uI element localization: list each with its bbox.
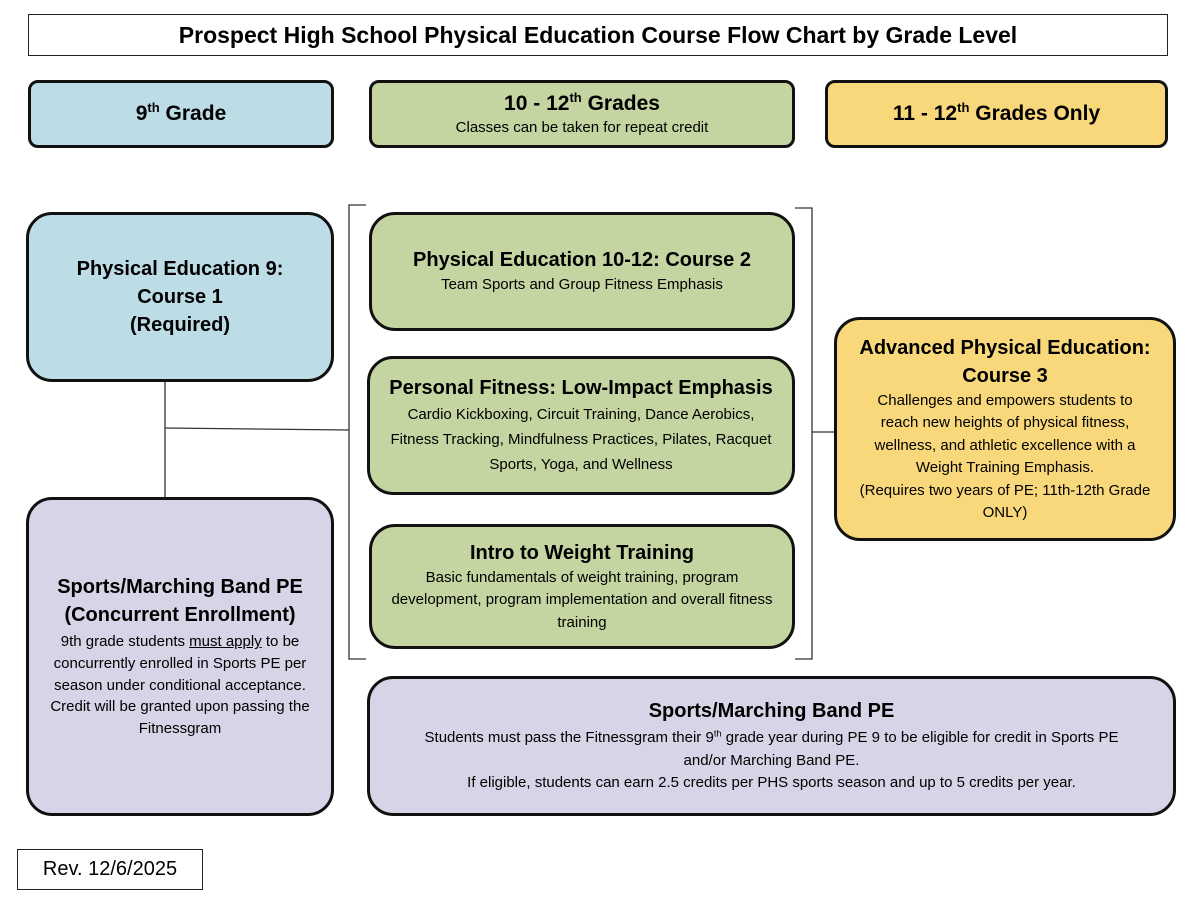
revision-box: Rev. 12/6/2025 [17,849,203,890]
weight-training-desc: Basic fundamentals of weight training, p… [391,568,773,631]
sports-concurrent-title1: Sports/Marching Band PE [57,576,303,599]
advanced-title2: Course 3 [962,364,1048,387]
sports-concurrent-desc: 9th grade students must apply to be conc… [50,633,310,738]
header-10-12-grades: 10 - 12th Grades Classes can be taken fo… [369,80,795,148]
page-title-text: Prospect High School Physical Education … [178,21,1018,48]
header-9th-grade-label: 9th Grade [135,100,227,125]
advanced-course3-box: Advanced Physical Education: Course 3 Ch… [834,317,1176,541]
sports-concurrent-box: Sports/Marching Band PE (Concurrent Enro… [26,497,334,816]
sports-concurrent-title2: (Concurrent Enrollment) [64,604,296,627]
left-bracket [348,204,366,660]
pe9-title-line1: Physical Education 9: [76,258,284,280]
sports-band-box: Sports/Marching Band PE Students must pa… [367,676,1176,816]
advanced-title1: Advanced Physical Education: [859,336,1151,359]
header-10-12-grades-label: 10 - 12th Grades [504,90,660,115]
personal-fitness-box: Personal Fitness: Low-Impact Emphasis Ca… [367,356,795,495]
advanced-desc: Challenges and empowers students to reac… [874,391,1136,477]
sports-band-line3: If eligible, students can earn 2.5 credi… [467,774,1076,792]
header-10-12-grades-sub: Classes can be taken for repeat credit [455,119,709,136]
header-11-12-grades-label: 11 - 12th Grades Only [892,100,1101,125]
weight-training-title: Intro to Weight Training [469,541,695,564]
pe9-title-line3: (Required) [130,314,230,336]
weight-training-box: Intro to Weight Training Basic fundament… [369,524,795,649]
header-9th-grade: 9th Grade [28,80,334,148]
personal-fitness-title: Personal Fitness: Low-Impact Emphasis [389,376,773,399]
sports-band-title: Sports/Marching Band PE [648,700,895,723]
course2-desc: Team Sports and Group Fitness Emphasis [441,276,723,294]
pe9-to-bracket-line [164,427,350,431]
pe9-title-line2: Course 1 [137,286,223,308]
sports-band-line2: and/or Marching Band PE. [683,751,860,769]
right-bracket [795,207,813,660]
course2-title: Physical Education 10-12: Course 2 [413,249,751,272]
pe9-course1-box: Physical Education 9: Course 1 (Required… [26,212,334,382]
revision-text: Rev. 12/6/2025 [42,858,178,880]
sports-band-line1: Students must pass the Fitnessgram their… [424,728,1119,747]
advanced-req: (Requires two years of PE; 11th-12th Gra… [859,481,1151,522]
personal-fitness-desc: Cardio Kickboxing, Circuit Training, Dan… [390,405,772,474]
header-11-12-grades: 11 - 12th Grades Only [825,80,1168,148]
course2-box: Physical Education 10-12: Course 2 Team … [369,212,795,331]
page-title: Prospect High School Physical Education … [28,14,1168,56]
